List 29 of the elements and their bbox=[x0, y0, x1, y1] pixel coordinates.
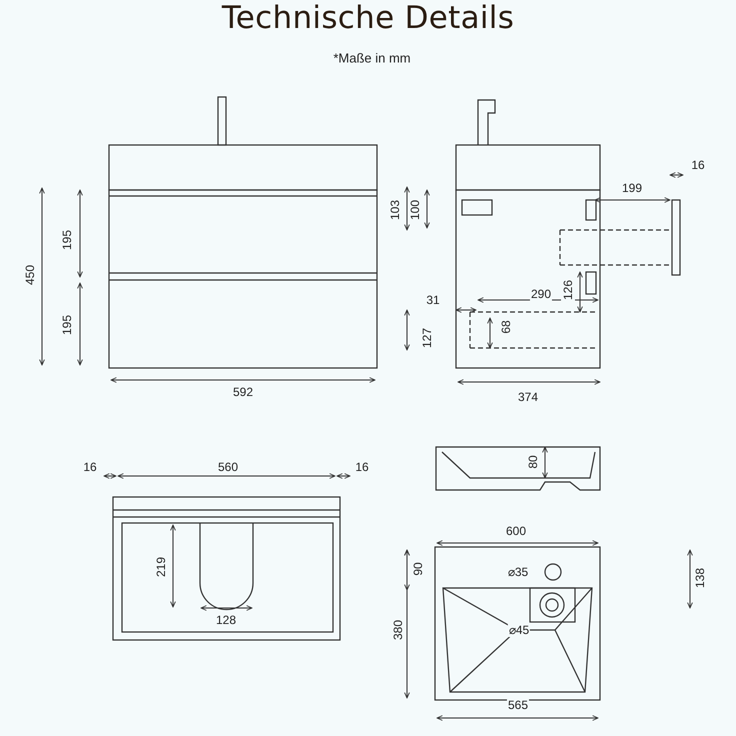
dimension-label: 80 bbox=[526, 454, 540, 470]
dimension-label: 68 bbox=[499, 319, 513, 335]
dimension-label: 16 bbox=[690, 158, 706, 172]
dimension-label: 380 bbox=[391, 618, 405, 642]
dimension-label: 219 bbox=[154, 556, 168, 578]
dimension-label: 195 bbox=[60, 314, 74, 336]
unit-note: *Maße in mm bbox=[332, 50, 412, 66]
dimension-label: 138 bbox=[693, 566, 707, 590]
dimension-label: 128 bbox=[214, 613, 238, 627]
dimension-label: 374 bbox=[516, 390, 540, 404]
dimension-label: 103 bbox=[388, 198, 402, 222]
dimension-label: 290 bbox=[530, 287, 552, 301]
dimension-label: 199 bbox=[620, 181, 644, 195]
dimension-label: 565 bbox=[506, 698, 530, 712]
dimension-label: 90 bbox=[411, 561, 425, 577]
title: Technische Details bbox=[222, 0, 514, 36]
dimension-label: 127 bbox=[420, 326, 434, 350]
dimension-label: 195 bbox=[60, 228, 74, 252]
dimension-label: 592 bbox=[232, 385, 254, 399]
dimension-label: 450 bbox=[23, 264, 37, 286]
dimension-label: ⌀35 bbox=[506, 565, 530, 579]
dimension-label: 126 bbox=[561, 278, 575, 302]
dimension-label: ⌀45 bbox=[508, 623, 530, 637]
dimension-label: 31 bbox=[425, 293, 441, 307]
dimension-label: 100 bbox=[408, 198, 422, 222]
dimension-label: 16 bbox=[82, 460, 98, 474]
dimension-label: 600 bbox=[504, 524, 528, 538]
dimension-label: 16 bbox=[354, 460, 370, 474]
dimension-label: 560 bbox=[216, 460, 240, 474]
